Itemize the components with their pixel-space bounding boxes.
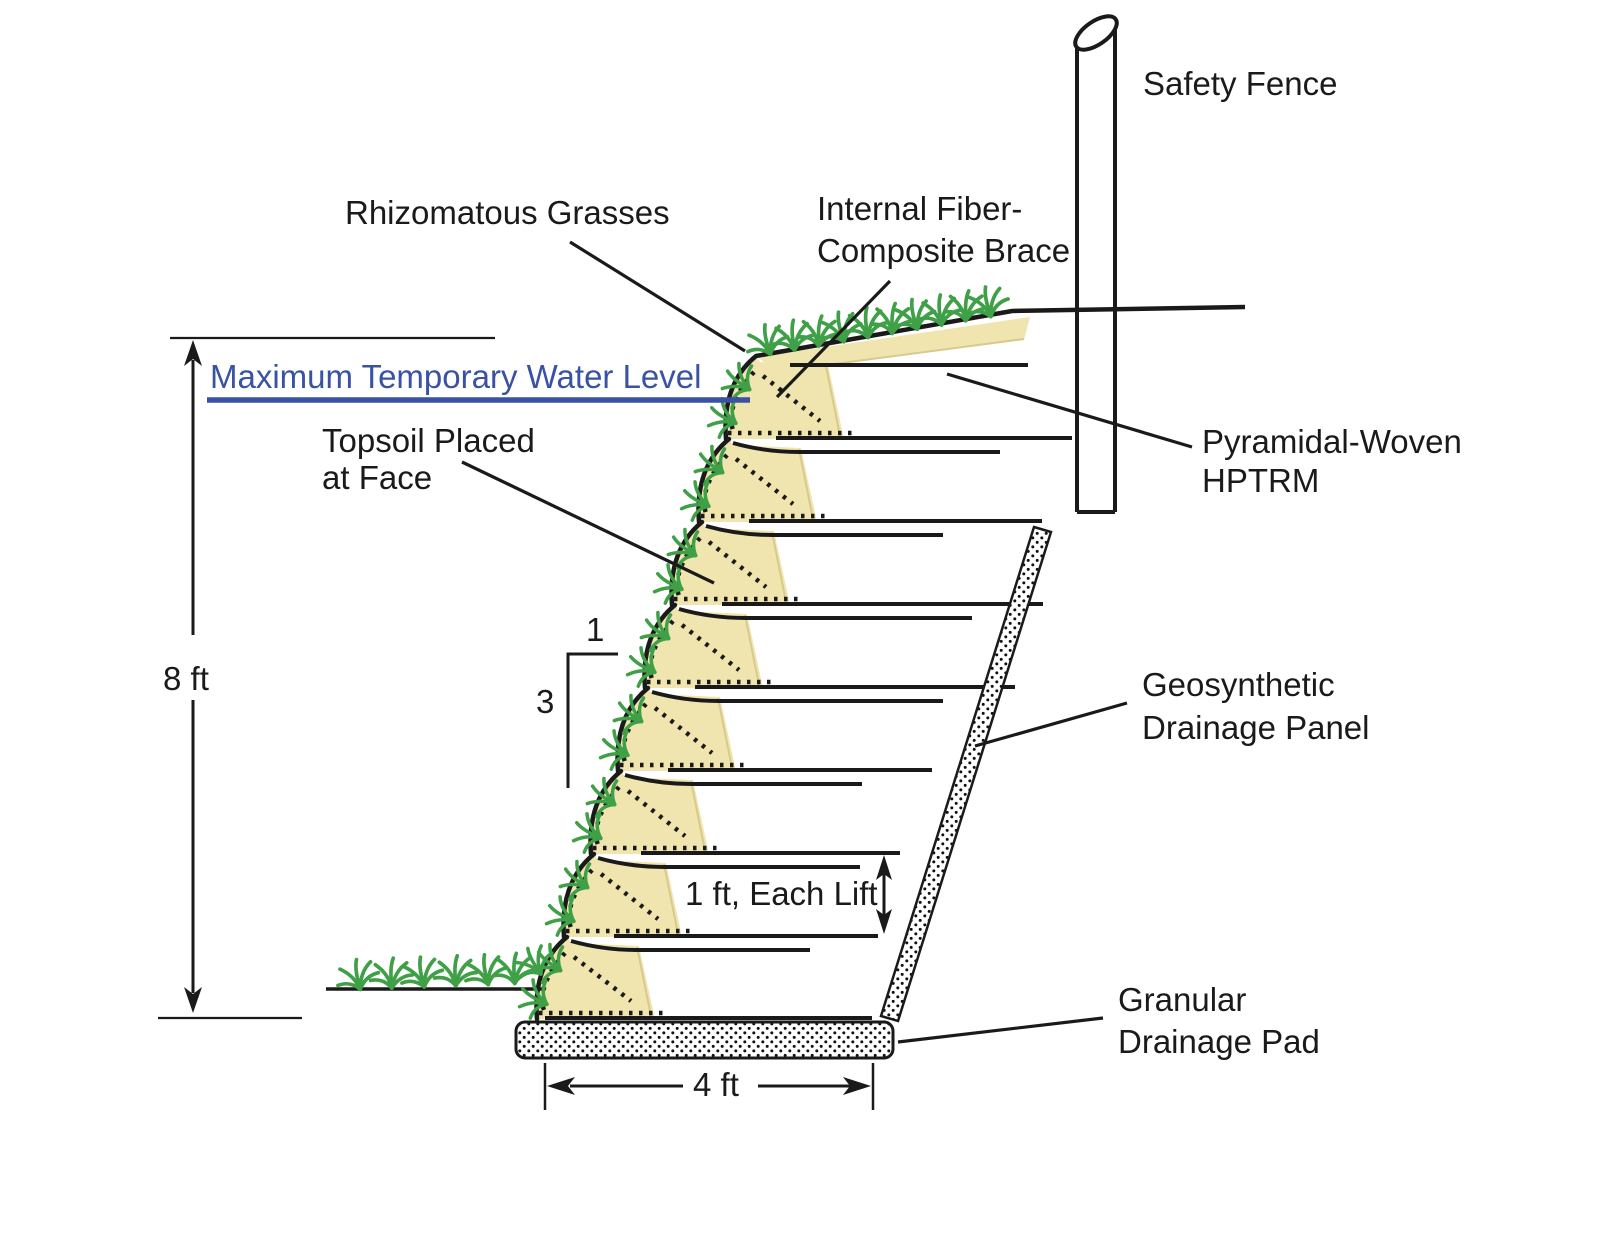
label-1ft-each-lift: 1 ft, Each Lift: [685, 875, 878, 912]
lift-topsoil-edge: [663, 863, 679, 935]
lift-topsoil-edge: [717, 697, 733, 769]
reinforcement-line-lower: [597, 856, 860, 869]
brace-diagonal-dotted: [599, 872, 660, 921]
arrowhead-up: [876, 855, 892, 880]
dimension-8ft: [158, 336, 495, 1020]
leader-internal-brace: [775, 279, 892, 399]
grass-tuft: [333, 955, 382, 994]
safety-fence-post: [1073, 14, 1119, 514]
label-rhizomatous-grasses: Rhizomatous Grasses: [345, 194, 670, 231]
label-geosynthetic-2: Drainage Panel: [1142, 709, 1370, 746]
post-open-pipe-top: [1073, 14, 1119, 52]
brace-diagonal-dotted: [572, 955, 633, 1003]
label-internal-brace-2: Composite Brace: [817, 232, 1070, 269]
arrowhead-down: [184, 987, 202, 1013]
reinforcement-line-lower: [651, 690, 943, 703]
brace-diagonal-dotted: [734, 457, 795, 506]
brace-diagonal-dotted: [761, 374, 822, 423]
lift-topsoil-wedge: [563, 854, 682, 937]
lift-topsoil-wedge: [617, 688, 736, 771]
lift-topsoil-wedge: [590, 771, 709, 854]
lift-topsoil-wedge: [644, 605, 763, 688]
reinforced-lifts: [534, 353, 1072, 1022]
arrowhead-up: [184, 340, 202, 366]
leader-rhizomatous: [569, 240, 746, 353]
geosynthetic-drainage-panel: [879, 525, 1053, 1023]
label-topsoil-2: at Face: [322, 459, 432, 496]
label-internal-brace-1: Internal Fiber-: [817, 190, 1022, 227]
label-topsoil-1: Topsoil Placed: [322, 422, 535, 459]
lift-topsoil-wedge: [536, 937, 655, 1019]
brace-diagonal-dotted: [680, 623, 741, 672]
brace-diagonal-dotted: [653, 706, 714, 755]
arrowhead-right: [843, 1077, 871, 1095]
label-water-level: Maximum Temporary Water Level: [210, 358, 701, 395]
reinforcement-line-lower: [732, 441, 1000, 454]
label-pyramidal-1: Pyramidal-Woven: [1202, 423, 1462, 460]
granular-drainage-pad: [514, 1020, 895, 1060]
leader-drainage-pad: [897, 1016, 1104, 1044]
lift-topsoil-edge: [798, 448, 814, 520]
reinforcement-line-lower: [705, 524, 943, 537]
lift-topsoil-edge: [744, 614, 760, 686]
lift-topsoil-wedge: [725, 356, 844, 439]
lift-topsoil-edge: [636, 946, 652, 1017]
label-granular-2: Drainage Pad: [1118, 1023, 1320, 1060]
grass-tuft: [397, 953, 446, 991]
arrowhead-down: [876, 909, 892, 934]
brace-diagonal-dotted: [626, 789, 687, 838]
reinforcement-line-lower: [678, 607, 972, 620]
label-granular-1: Granular: [1118, 981, 1246, 1018]
label-slope-1: 1: [586, 611, 604, 648]
leader-lines: [461, 240, 1193, 1044]
arrowhead-left: [547, 1077, 575, 1095]
label-pyramidal-2: HPTRM: [1202, 462, 1319, 499]
slope-ratio-indicator: [566, 652, 618, 788]
label-4ft: 4 ft: [693, 1066, 739, 1103]
leader-pyramidal-hptrm: [946, 372, 1193, 449]
label-slope-3: 3: [536, 683, 554, 720]
label-geosynthetic-1: Geosynthetic: [1142, 666, 1335, 703]
reinforcement-line-lower: [624, 773, 862, 786]
leader-topsoil: [461, 460, 715, 585]
dimension-1ft-lift: [876, 855, 892, 934]
grass-tuft: [461, 951, 510, 989]
label-safety-fence: Safety Fence: [1143, 65, 1337, 102]
dimension-4ft: [543, 1063, 875, 1110]
label-8ft: 8 ft: [163, 660, 209, 697]
reinforcement-line-lower: [570, 939, 810, 952]
leader-drainage-panel: [974, 701, 1128, 748]
lift-topsoil-edge: [690, 780, 706, 852]
lift-topsoil-wedge: [698, 439, 817, 522]
lift-topsoil-wedge: [671, 522, 790, 605]
lift-topsoil-edge: [825, 365, 841, 437]
lift-topsoil-edge: [771, 531, 787, 603]
brace-diagonal-dotted: [707, 540, 768, 589]
